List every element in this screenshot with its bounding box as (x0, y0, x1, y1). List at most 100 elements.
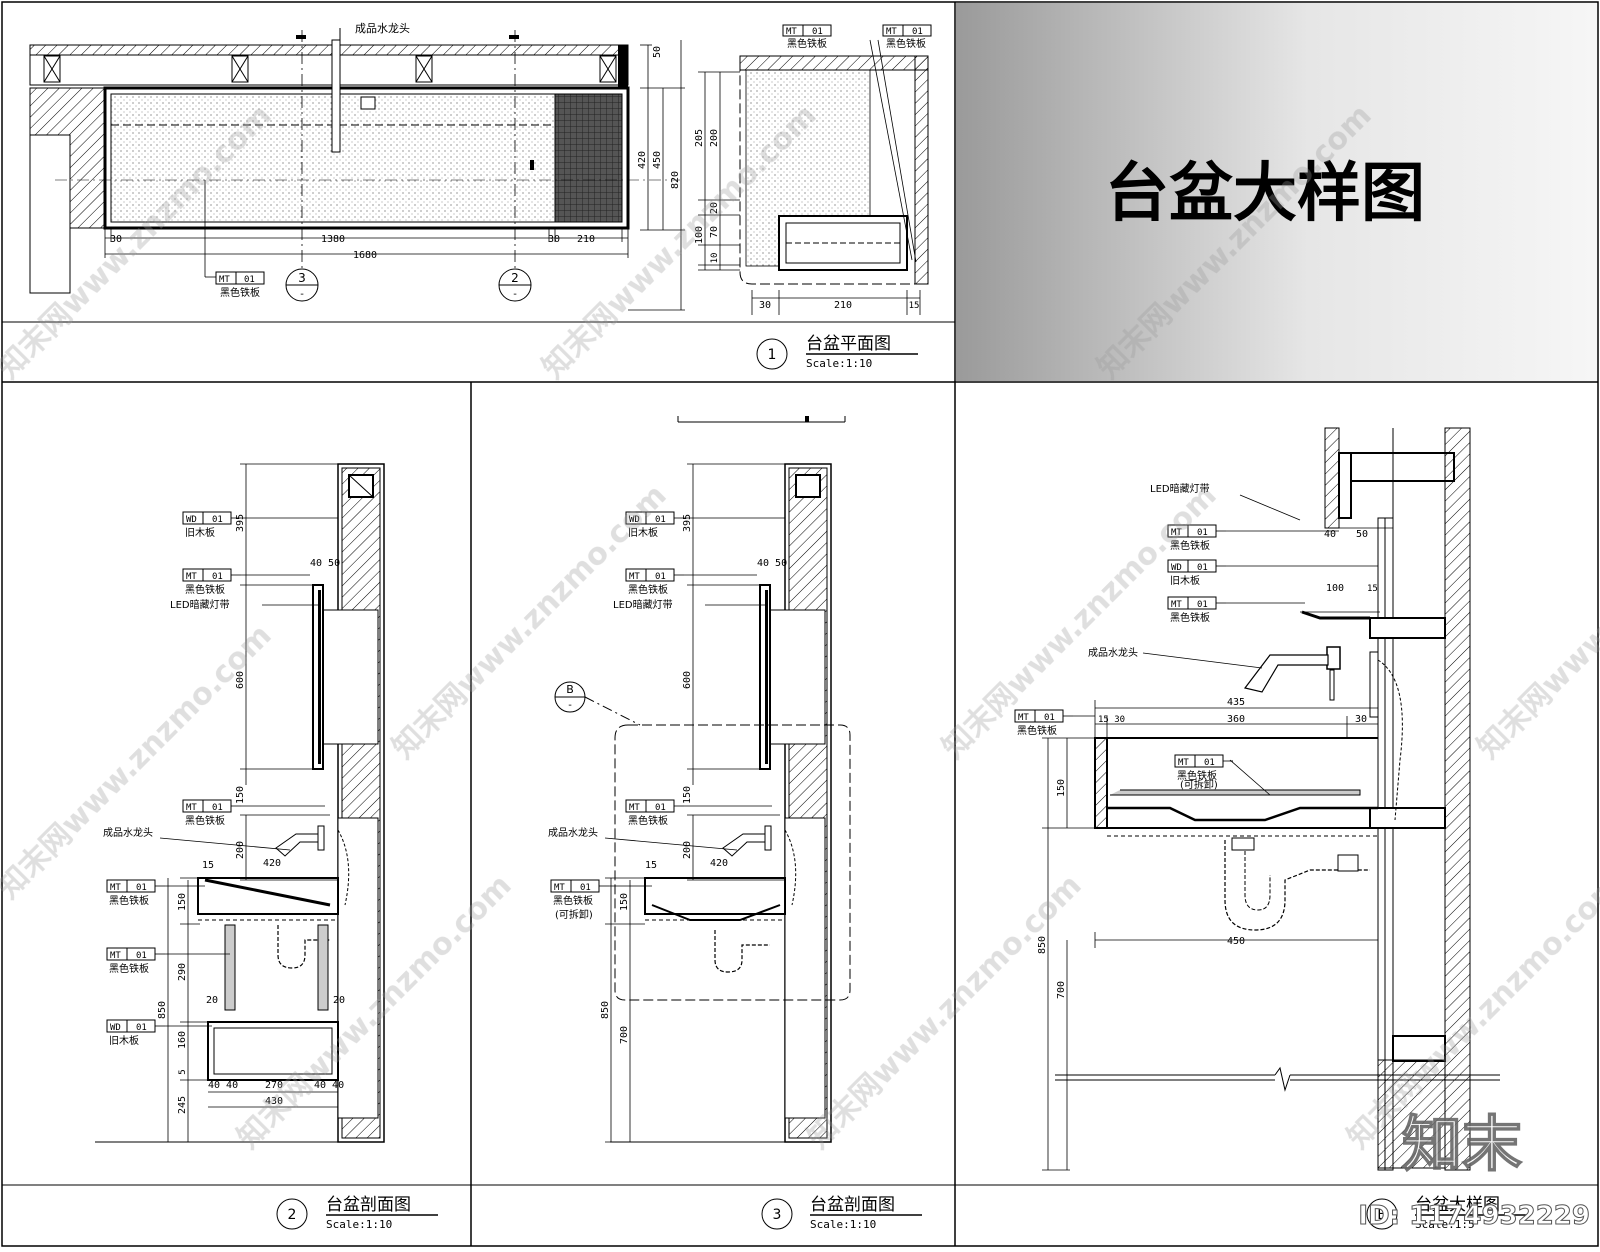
drawing-label: - (300, 289, 304, 300)
tag-code: WD (1171, 563, 1182, 573)
tag-number: 01 (212, 572, 223, 582)
drawing-label: 50 (1356, 529, 1368, 540)
drawing-label: 420 (710, 858, 728, 869)
drawing-label: 成品水龙头 (103, 826, 153, 839)
tag-material: 旧木板 (185, 526, 215, 539)
drawing-label: 20 (333, 995, 345, 1006)
section2-title: 台盆剖面图 (326, 1195, 411, 1215)
drawing-label: 15 (909, 301, 920, 311)
drawing-label: MT (886, 27, 897, 37)
drawing-label: 知末网www.znzmo.com (1471, 478, 1600, 766)
drawing-label: 850 (157, 1001, 168, 1019)
drawing-label: 430 (265, 1096, 283, 1107)
drawing-label: MT (219, 275, 230, 285)
plan-view-number: 1 (768, 347, 777, 363)
drawing-label: 245 (177, 1096, 188, 1114)
drawing-label: 20 (206, 995, 218, 1006)
drawing-label: 850 (600, 1001, 611, 1019)
drawing-label: 150 (177, 893, 188, 911)
drawing-label: 290 (177, 963, 188, 981)
drawing-label: B (566, 683, 574, 696)
drawing-label: 成品水龙头 (1088, 646, 1138, 659)
tag-material: 黑色铁板 (109, 962, 149, 975)
tag-material: 黑色铁板 (185, 814, 225, 827)
tag-material: 黑色铁板 (553, 894, 593, 907)
section2-number: 2 (288, 1207, 297, 1223)
tag-number: 01 (1197, 528, 1208, 538)
drawing-label: 成品水龙头 (548, 826, 598, 839)
plan-view-scale: Scale:1:10 (806, 357, 872, 370)
drawing-label: 270 (265, 1080, 283, 1091)
drawing-label: 30 (759, 300, 771, 311)
drawing-label: 600 (235, 671, 246, 689)
drawing-label: - (513, 289, 517, 300)
drawing-label: 30 (1355, 714, 1367, 725)
drawing-label: 40 50 (310, 558, 340, 569)
tag-code: MT (110, 951, 121, 961)
drawing-label: LED暗藏灯带 (613, 598, 673, 611)
drawing-label: 15 30 (1098, 715, 1125, 725)
drawing-label: 450 (652, 151, 663, 169)
section3-scale: Scale:1:10 (810, 1218, 876, 1231)
tag-number: 01 (136, 951, 147, 961)
tag-code: MT (629, 572, 640, 582)
drawing-label: 450 (1227, 936, 1245, 947)
drawing-label: 600 (682, 671, 693, 689)
drawing-label: 160 (177, 1031, 188, 1049)
tag-code: MT (1178, 758, 1189, 768)
drawing-label: 30 (548, 234, 560, 245)
tag-code: WD (629, 515, 640, 525)
tag-number: 01 (212, 515, 223, 525)
drawing-label: 40 50 (757, 558, 787, 569)
section3-title: 台盆剖面图 (810, 1195, 895, 1215)
tag-code: WD (110, 1023, 121, 1033)
drawing-label: 150 (619, 893, 630, 911)
drawing-label: 5 (178, 1069, 188, 1074)
tag-number: 01 (580, 883, 591, 893)
drawing-label: LED暗藏灯带 (170, 598, 230, 611)
drawing-label: 01 (244, 275, 255, 285)
tag-material: 黑色铁板 (628, 814, 668, 827)
tag-material: 旧木板 (1170, 574, 1200, 587)
section3-view: B - 395 600 150 200 40 50 420 15 150 850… (548, 416, 922, 1231)
main-title: 台盆大样图 (1105, 157, 1425, 231)
drawing-label: 知末网www.znzmo.com (0, 618, 279, 906)
plan-marker-2: 2 (511, 271, 519, 285)
drawing-label: 200 (235, 841, 246, 859)
drawing-label: 360 (1227, 714, 1245, 725)
section3-number: 3 (773, 1207, 782, 1223)
drawing-label: 700 (1056, 981, 1067, 999)
tag-material: 黑色铁板 (1017, 724, 1057, 737)
drawing-label: 200 (709, 129, 720, 147)
drawing-label: 15 (645, 860, 657, 871)
tag-code: MT (1171, 600, 1182, 610)
tag-material: 旧木板 (109, 1034, 139, 1047)
tag-code: MT (1171, 528, 1182, 538)
drawing-label: 395 (235, 514, 246, 532)
drawing-label: 435 (1227, 697, 1245, 708)
tag-number: 01 (1197, 563, 1208, 573)
tag-material: 黑色铁板 (1177, 769, 1217, 782)
drawing-label: 10 (710, 253, 720, 264)
tag-number: 01 (136, 883, 147, 893)
drawing-label: 700 (619, 1026, 630, 1044)
drawing-label: 40 40 (314, 1080, 344, 1091)
drawing-label: 知末网www.znzmo.com (801, 868, 1089, 1156)
drawing-label: 395 (682, 514, 693, 532)
drawing-label: 205 (694, 129, 705, 147)
tag-number: 01 (1044, 713, 1055, 723)
drawing-label: LED暗藏灯带 (1150, 482, 1210, 495)
drawing-label: 1380 (321, 234, 345, 245)
drawing-label: 50 (652, 46, 663, 58)
detailB-title: 台盆大样图 (1415, 1195, 1500, 1215)
drawing-label: 20 (709, 202, 720, 214)
